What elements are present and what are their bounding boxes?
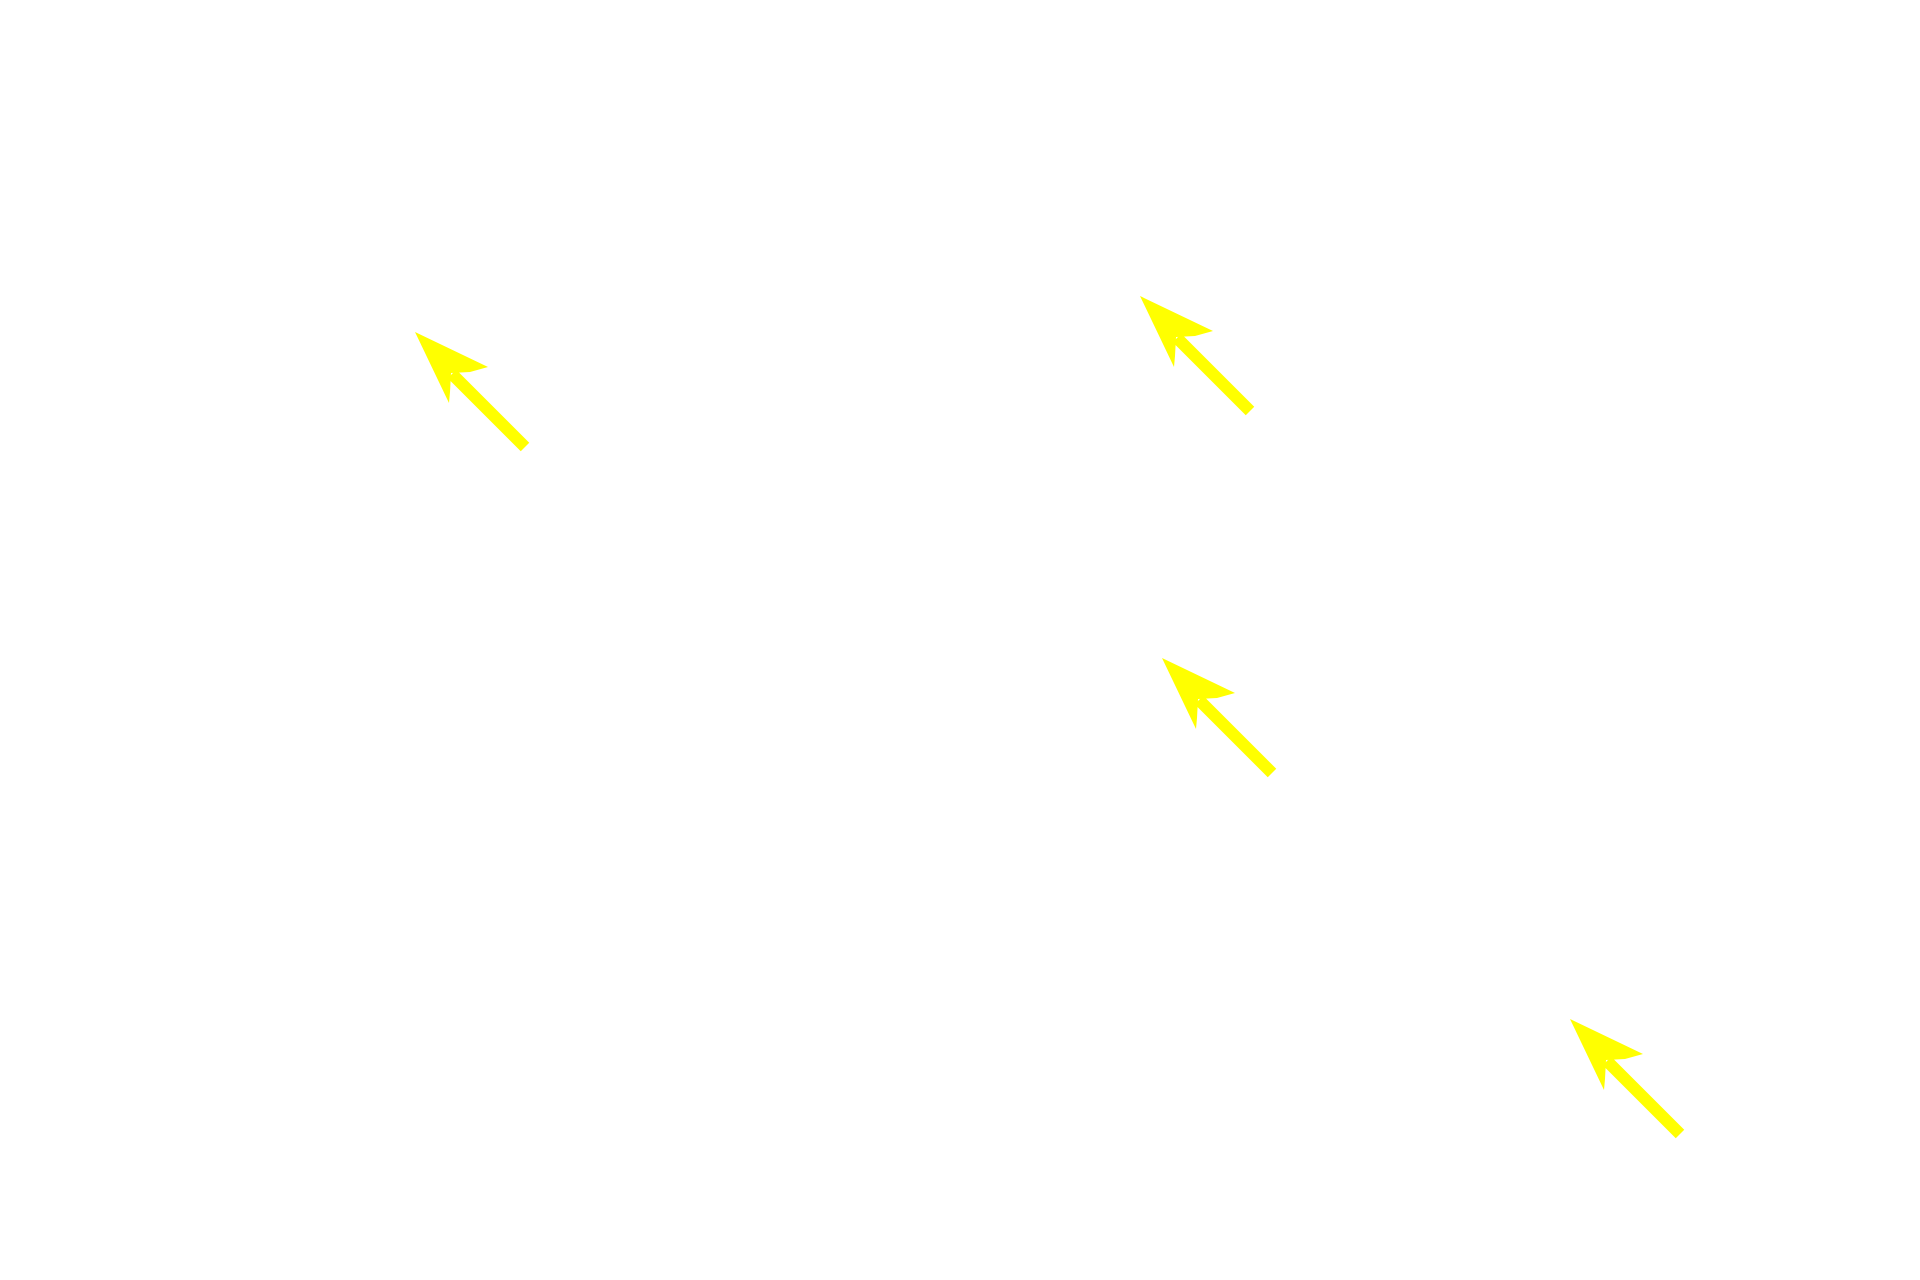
- arrow-up-left-icon: [415, 332, 530, 452]
- arrow-up-left-icon: [1162, 658, 1277, 778]
- arrow-up-left-icon: [1140, 296, 1255, 416]
- arrow-up-left-icon: [1570, 1019, 1685, 1139]
